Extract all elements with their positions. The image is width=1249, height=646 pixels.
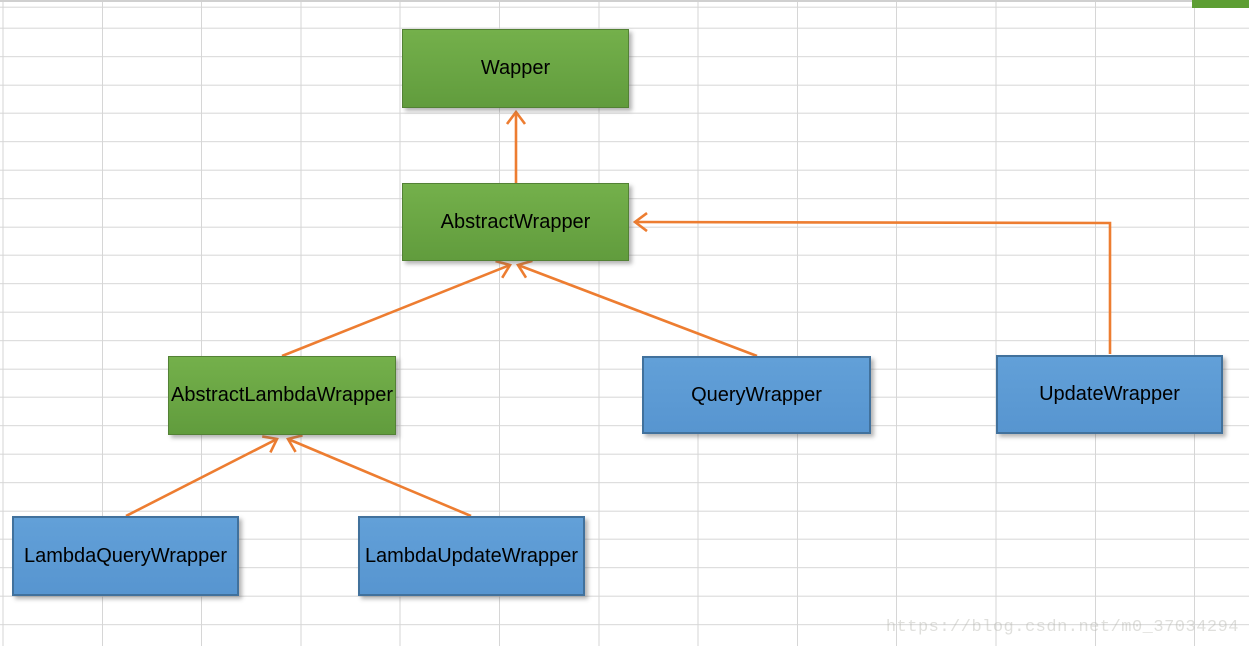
node-query-wrapper: QueryWrapper <box>642 356 871 434</box>
node-abstract-wrapper: AbstractWrapper <box>402 183 629 261</box>
node-abstract-lambda-wrapper: AbstractLambdaWrapper <box>168 356 396 435</box>
connector-update-wrapper-to-abstract-wrapper <box>632 211 1112 354</box>
node-wapper: Wapper <box>402 29 629 108</box>
node-update-wrapper: UpdateWrapper <box>996 355 1223 434</box>
node-label: UpdateWrapper <box>1039 383 1180 405</box>
connector-query-wrapper-to-abstract-wrapper <box>515 259 758 358</box>
connector-abstract-lambda-wrapper-to-abstract-wrapper <box>281 259 513 358</box>
node-label: LambdaUpdateWrapper <box>364 544 579 567</box>
connector-lambda-update-wrapper-to-abstract-lambda-wrapper <box>286 434 472 518</box>
node-lambda-query-wrapper: LambdaQueryWrapper <box>12 516 239 596</box>
corner-tab <box>1192 0 1249 8</box>
node-label: AbstractLambdaWrapper <box>171 384 393 406</box>
watermark-url: https://blog.csdn.net/m0_37034294 <box>885 618 1239 637</box>
top-edge-line <box>0 0 1249 2</box>
node-lambda-update-wrapper: LambdaUpdateWrapper <box>358 516 585 596</box>
connector-lambda-query-wrapper-to-abstract-lambda-wrapper <box>125 435 279 518</box>
node-label: QueryWrapper <box>691 383 822 406</box>
node-label: AbstractWrapper <box>440 210 591 233</box>
node-label: Wapper <box>480 57 551 79</box>
node-label: LambdaQueryWrapper <box>23 544 228 567</box>
